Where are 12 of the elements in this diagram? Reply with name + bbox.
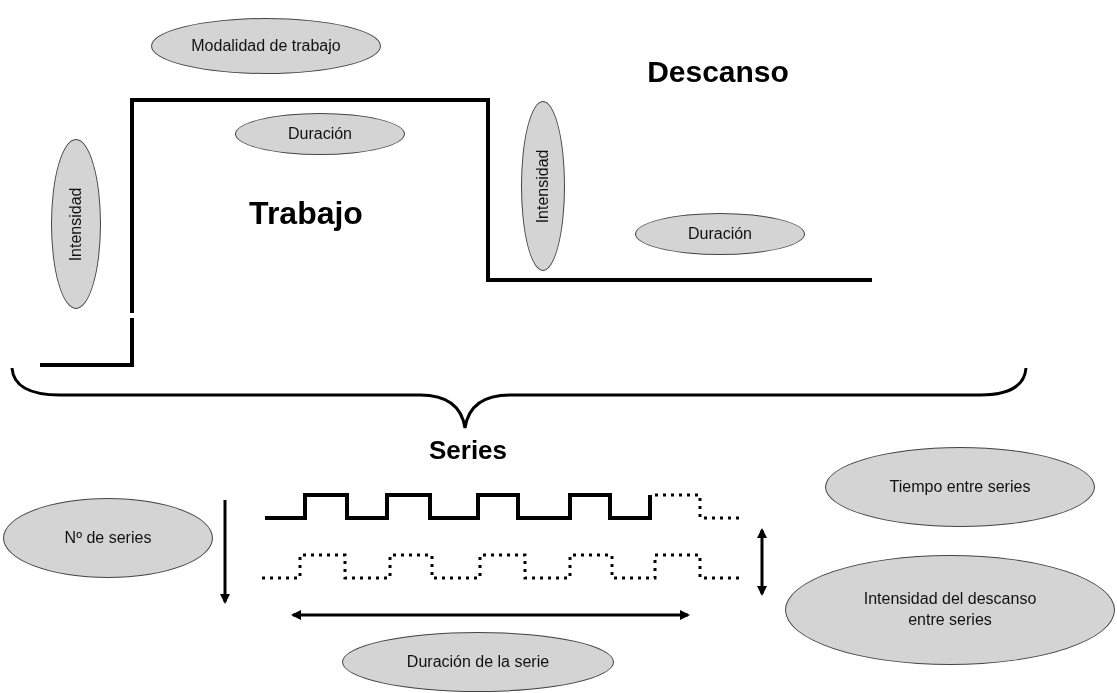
oval-text: Modalidad de trabajo [191, 35, 341, 56]
oval-text: Duración de la serie [406, 651, 550, 672]
oval-text: Intensidad [532, 149, 552, 223]
heading-text: Descanso [647, 55, 789, 89]
oval-text: Duración [288, 123, 352, 144]
oval-text: Intensidad del descanso entre series [862, 589, 1038, 630]
heading-text: Trabajo [249, 194, 363, 232]
heading-text: Series [428, 434, 508, 466]
oval-text: Tiempo entre series [889, 476, 1031, 497]
oval-text: Duración [688, 223, 752, 244]
oval-text: Intensidad [65, 187, 85, 261]
oval-text: Nº de series [64, 527, 152, 548]
